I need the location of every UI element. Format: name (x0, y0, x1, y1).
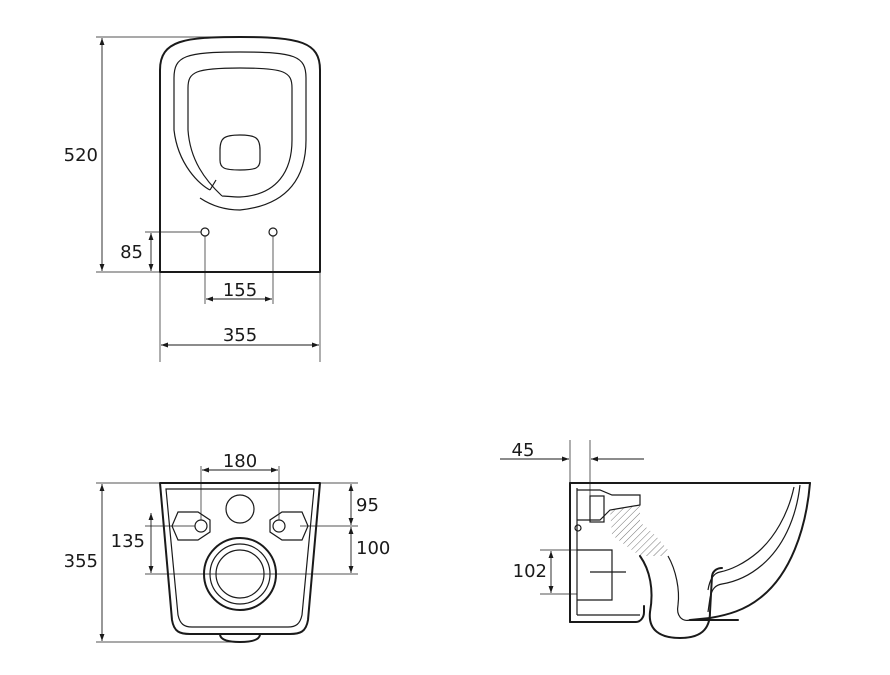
back-view-outlet-bump (219, 633, 261, 643)
dim-label-85: 85 (120, 242, 143, 263)
bolt-hole-left (200, 227, 210, 237)
side-outlet-pipe (577, 549, 613, 601)
water-inlet (225, 494, 255, 524)
dim-label-100: 100 (356, 538, 390, 559)
dim-label-520: 520 (64, 145, 98, 166)
top-view-rim-notch (209, 179, 217, 191)
top-view-rim (173, 51, 307, 211)
dim-label-95: 95 (356, 495, 379, 516)
fixing-bracket-right (269, 511, 309, 541)
dim-label-102: 102 (513, 561, 547, 582)
side-fixing-point (574, 524, 582, 532)
side-trap-outer (639, 555, 723, 639)
fixing-bracket-left (171, 511, 211, 541)
dim-label-355-height: 355 (64, 551, 98, 572)
dim-label-135: 135 (111, 531, 145, 552)
fixing-hole-right (272, 519, 286, 533)
back-view-inner-outline (165, 488, 315, 628)
side-base (569, 605, 645, 623)
side-bowl-inner (707, 484, 801, 613)
top-view-drain (219, 134, 261, 171)
section-hatch (610, 505, 668, 556)
back-view: 180 95 100 135 355 (64, 451, 390, 643)
side-section-view: 45 102 (500, 440, 811, 639)
dim-label-45: 45 (512, 440, 535, 461)
dim-label-355-width: 355 (223, 325, 257, 346)
top-view-bowl (187, 67, 293, 198)
top-view: 520 85 155 355 (64, 36, 321, 362)
side-inlet-pipe (589, 495, 605, 523)
fixing-hole-left (194, 519, 208, 533)
dim-label-180: 180 (223, 451, 257, 472)
back-view-outline (159, 482, 321, 635)
side-front-outer (689, 482, 811, 621)
top-view-outline (159, 36, 321, 273)
dim-label-155: 155 (223, 280, 257, 301)
side-trap-inner (667, 555, 691, 621)
side-inlet (577, 489, 641, 521)
bolt-hole-right (268, 227, 278, 237)
